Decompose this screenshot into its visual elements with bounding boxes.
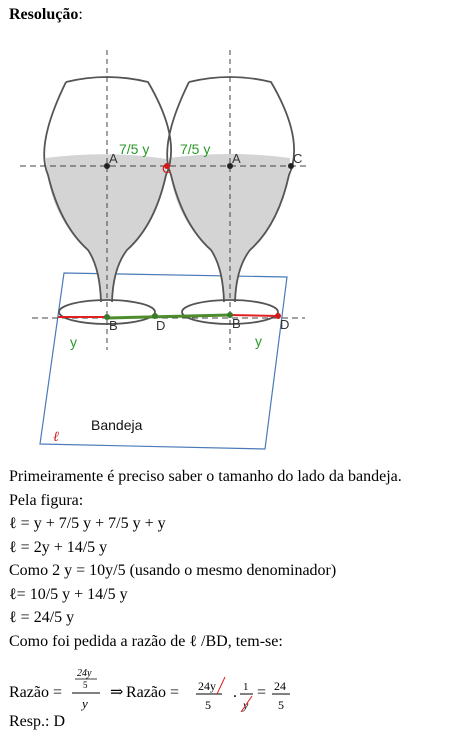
- right-glass-liquid: [169, 154, 290, 300]
- point-c-right: [288, 163, 294, 169]
- frac3-num: 1: [243, 681, 249, 693]
- frac1-num-num: 24y: [77, 668, 92, 679]
- point-a-right: [227, 163, 233, 169]
- tray-side-symbol: ℓ: [53, 429, 59, 445]
- label-d-left: D: [156, 318, 165, 333]
- answer-line: Resp.: D: [9, 713, 65, 730]
- point-d-right: [275, 313, 281, 319]
- label-y-left: y: [70, 334, 77, 350]
- ratio-label-2: Razão =: [126, 684, 179, 701]
- point-b-right: [227, 312, 233, 318]
- equals-sign: =: [257, 684, 266, 701]
- solution-heading-colon: :: [78, 6, 83, 23]
- tray-outline: [39, 272, 288, 450]
- label-b-left: B: [109, 318, 118, 333]
- strike-y-denominator: [240, 695, 253, 713]
- point-a-left: [104, 163, 110, 169]
- label-y-right: y: [255, 333, 262, 349]
- label-c-left: C: [162, 161, 171, 176]
- frac2-num: 24y: [198, 679, 216, 693]
- ratio-label-1: Razão =: [9, 684, 62, 701]
- solution-text: Primeiramente é preciso saber o tamanho …: [9, 465, 459, 653]
- solution-heading: Resolução:: [9, 6, 83, 24]
- left-glass-liquid: [46, 154, 167, 300]
- label-seven-fifths-right: 7/5 y: [180, 141, 210, 157]
- label-seven-fifths-left: 7/5 y: [119, 141, 149, 157]
- right-glass-outline-2: [166, 81, 225, 303]
- label-d-right: D: [280, 317, 289, 332]
- solution-heading-title: Resolução: [9, 6, 79, 23]
- right-glass-outline: [188, 76, 295, 303]
- text-line-5: Como 2 y = 10y/5 (usando o mesmo denomin…: [9, 562, 337, 579]
- text-line-8: Como foi pedida a razão de ℓ /BD, tem-se…: [9, 632, 283, 650]
- left-glass-outline: [65, 76, 172, 303]
- text-line-2: Pela figura:: [9, 491, 84, 509]
- right-red-segment: [229, 314, 279, 317]
- point-b-left: [104, 314, 110, 320]
- green-bd-segment: [106, 313, 231, 320]
- text-line-6: ℓ= 10/5 y + 14/5 y: [9, 585, 128, 603]
- frac2-den: 5: [205, 698, 211, 712]
- label-c-right: C: [293, 151, 302, 166]
- label-a-right: A: [232, 151, 241, 166]
- point-c-left: [164, 163, 170, 169]
- ratio-equation: Razão = 24y 5 y ⇒ Razão = 24y 5 . 1 y = …: [9, 668, 290, 713]
- multiply-dot: .: [233, 684, 237, 701]
- text-line-1: Primeiramente é preciso saber o tamanho …: [9, 468, 402, 485]
- frac4-den: 5: [278, 698, 284, 712]
- label-b-right: B: [232, 316, 241, 331]
- tray-label: Bandeja: [91, 417, 143, 433]
- frac4-num: 24: [274, 679, 286, 693]
- left-glass-outline-2: [43, 81, 102, 303]
- text-line-7: ℓ = 24/5 y: [9, 609, 75, 626]
- implies-arrow: ⇒: [110, 684, 123, 701]
- point-d-left: [152, 313, 158, 319]
- text-line-3: ℓ = y + 7/5 y + 7/5 y + y: [9, 515, 166, 532]
- text-line-4: ℓ = 2y + 14/5 y: [9, 538, 108, 556]
- glasses-tray-figure: A C A C B D B D 7/5 y 7/5 y y y Bandeja …: [20, 50, 310, 450]
- frac1-den: y: [80, 696, 88, 711]
- frac1-num-den: 5: [83, 680, 88, 690]
- label-a-left: A: [109, 151, 118, 166]
- strike-y-numerator: [216, 676, 226, 695]
